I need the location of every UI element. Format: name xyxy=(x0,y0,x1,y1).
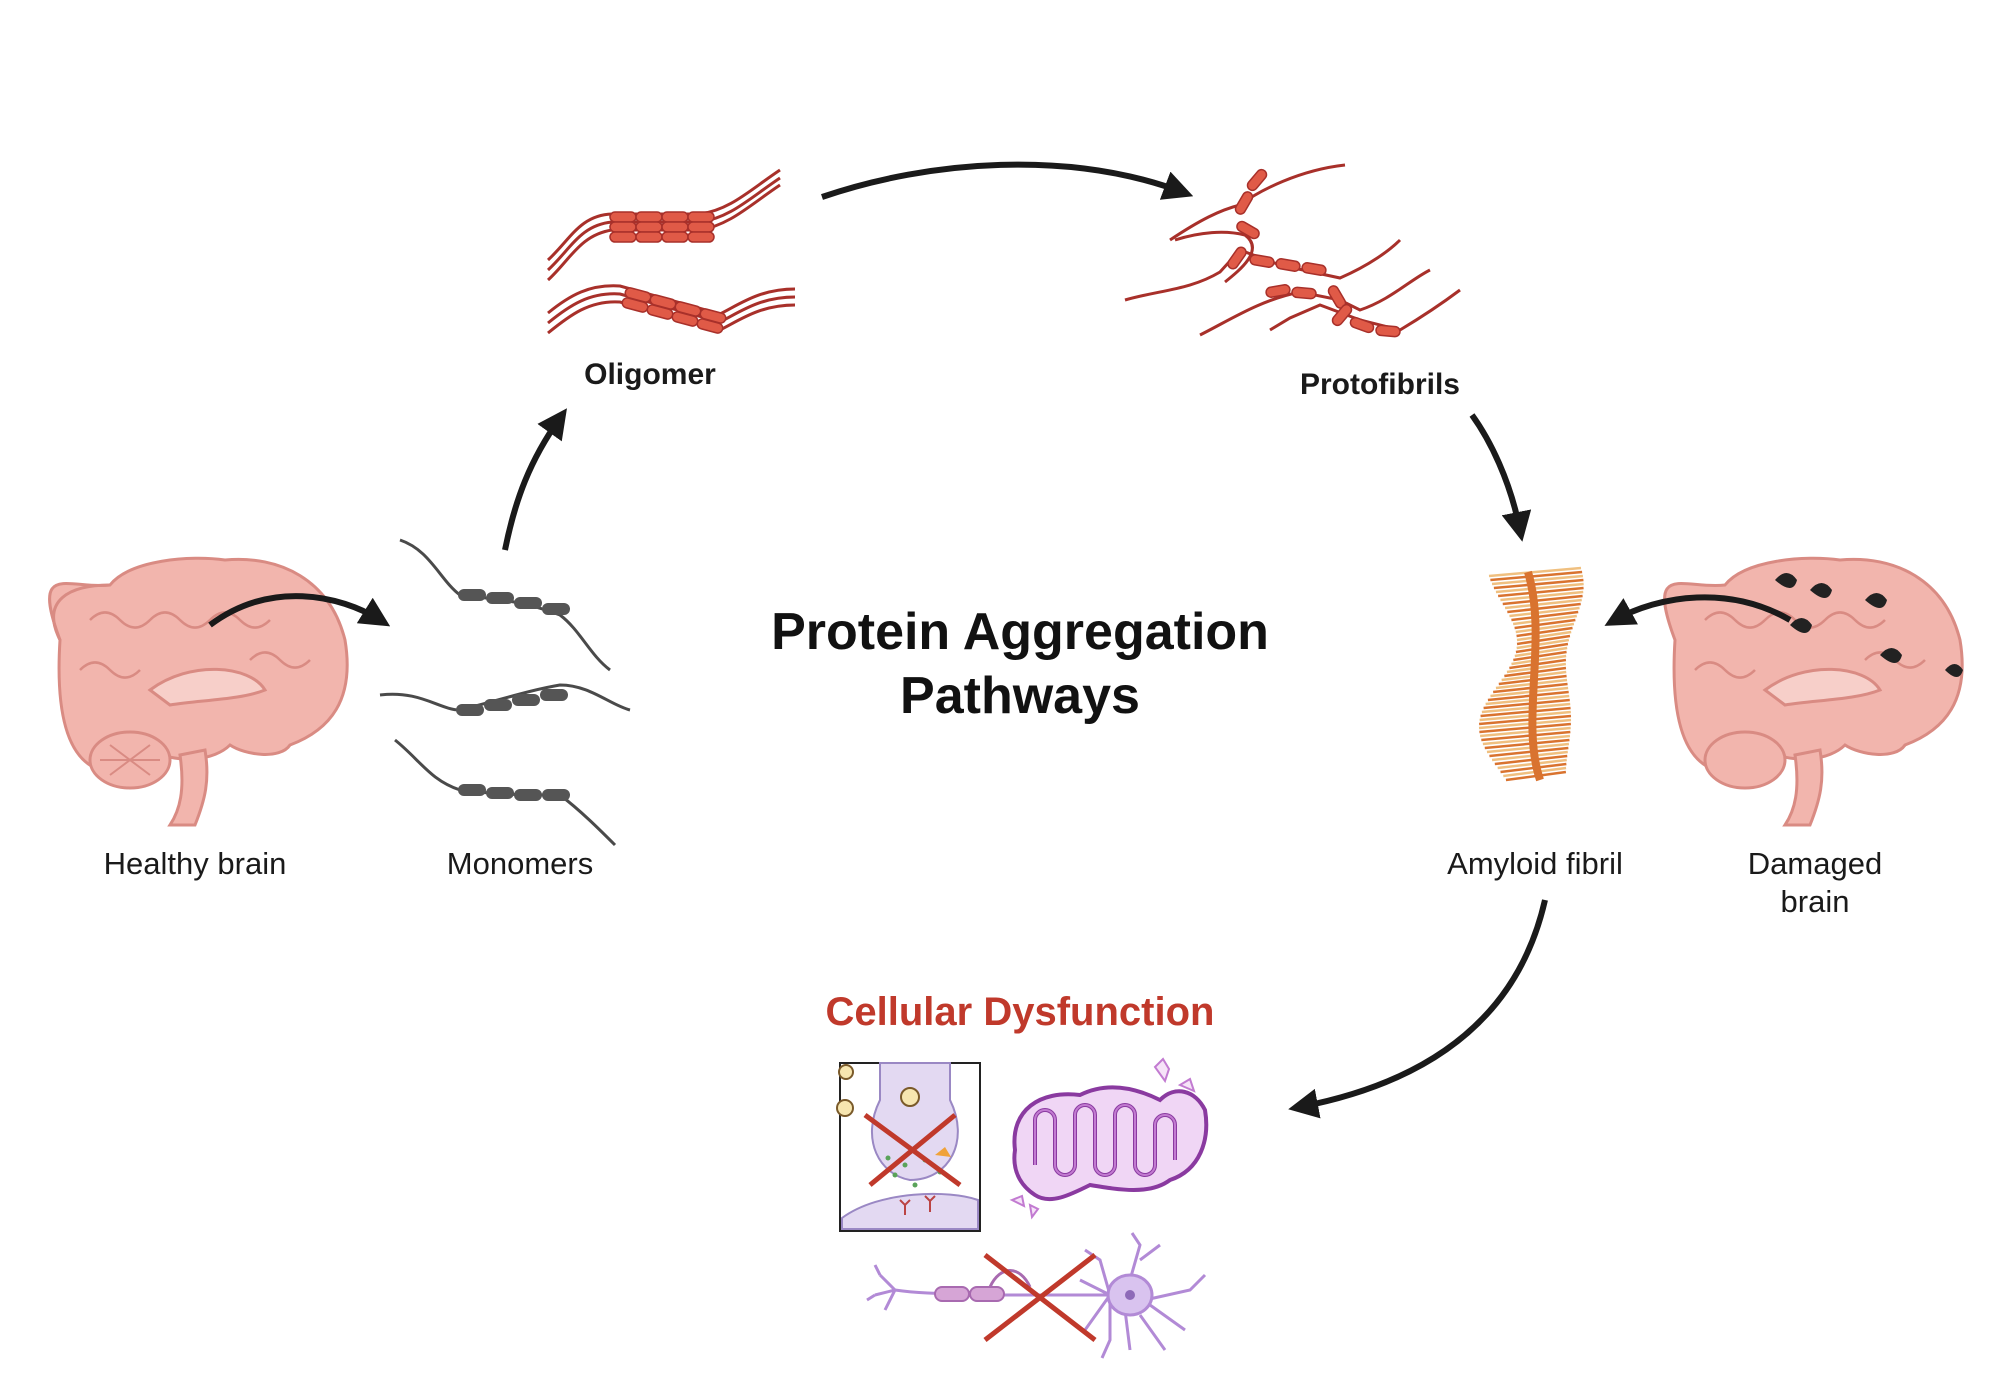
lesion-marks xyxy=(1775,573,1963,677)
fibril-strand xyxy=(1484,738,1570,750)
fibril-strand xyxy=(1491,574,1584,586)
fibril-strand xyxy=(1490,686,1569,698)
fibril-strand xyxy=(1516,638,1570,650)
fibril-strand xyxy=(1515,622,1575,634)
fibril-strand xyxy=(1478,718,1572,730)
fibril-strand xyxy=(1500,590,1584,602)
cellular-dysfunction-label: Cellular Dysfunction xyxy=(825,990,1215,1034)
title-line1: Protein Aggregation xyxy=(771,603,1269,661)
fibril-strand xyxy=(1480,706,1571,718)
monomer-chain-icon xyxy=(379,538,631,847)
neuron-icon xyxy=(866,1232,1207,1359)
fibril-strand xyxy=(1481,702,1571,714)
oligomer-icon xyxy=(546,168,796,335)
fibril-strand xyxy=(1494,754,1568,766)
fibril-strand xyxy=(1513,650,1567,662)
fibril-strand xyxy=(1490,570,1583,582)
damaged-brain-label-line2: brain xyxy=(1780,884,1850,919)
arrow-fibril-to-dysfunction xyxy=(1288,899,1548,1119)
fibril-strand xyxy=(1478,714,1572,726)
monomers-label: Monomers xyxy=(446,846,594,881)
fibril-strand xyxy=(1482,734,1571,746)
fibril-strand xyxy=(1514,618,1576,630)
amyloid-fibril-label: Amyloid fibril xyxy=(1447,846,1623,881)
fibril-strand xyxy=(1504,598,1582,610)
fibril-strand xyxy=(1489,746,1569,758)
fibril-strand xyxy=(1502,594,1583,606)
fibril-strand xyxy=(1491,750,1568,762)
arrow-oligomer-to-protofibrils xyxy=(821,161,1194,200)
page-title: Protein Aggregation Pathways xyxy=(640,600,1400,728)
arrow-protofibrils-to-fibril xyxy=(1469,413,1532,542)
damaged-brain-label: Damaged brain xyxy=(1700,845,1930,921)
arrow-healthy-to-monomers xyxy=(208,593,391,628)
fibril-strand xyxy=(1488,566,1582,578)
fibril-strand xyxy=(1516,630,1572,642)
fibril-strand xyxy=(1514,646,1568,658)
mitochondrion-icon xyxy=(1009,1057,1209,1220)
fibril-strand xyxy=(1487,690,1569,702)
synapse-icon xyxy=(836,1062,981,1232)
fibril-strand xyxy=(1512,614,1577,626)
oligomer-label: Oligomer xyxy=(584,358,716,391)
title-line2: Pathways xyxy=(900,667,1140,725)
fibril-strand xyxy=(1516,634,1571,646)
monomer-beads xyxy=(456,589,570,801)
fibril-core xyxy=(1524,570,1544,782)
fibril-strand xyxy=(1495,582,1584,594)
arrow-icon xyxy=(208,161,1792,1119)
fibril-strand xyxy=(1480,726,1571,738)
damaged-brain-label-line1: Damaged xyxy=(1747,846,1883,881)
fibril-strand xyxy=(1493,578,1584,590)
fibril-strand xyxy=(1509,606,1580,618)
fibril-strand xyxy=(1515,642,1569,654)
fibril-strand xyxy=(1479,722,1572,734)
fibril-strand xyxy=(1516,626,1573,638)
protofibrils-label: Protofibrils xyxy=(1299,368,1460,401)
fibril-strand xyxy=(1486,742,1570,754)
arrow-damaged-to-fibril xyxy=(1604,594,1792,626)
healthy-brain-label: Healthy brain xyxy=(103,846,287,881)
healthy-brain-icon xyxy=(48,556,349,827)
damaged-brain-icon xyxy=(1663,556,1964,827)
fibril-strand xyxy=(1507,602,1581,614)
fibril-strand xyxy=(1479,710,1571,722)
fibril-strand xyxy=(1485,694,1570,706)
fibril-strand xyxy=(1498,586,1584,598)
arrow-monomers-to-oligomer xyxy=(502,408,567,551)
cross-icon xyxy=(863,1112,1097,1342)
fibril-strand xyxy=(1511,610,1579,622)
amyloid-fibril-icon xyxy=(1478,566,1584,782)
fibril-strand xyxy=(1483,698,1570,710)
fibril-strand xyxy=(1481,730,1571,742)
protofibril-icon xyxy=(1124,163,1461,338)
